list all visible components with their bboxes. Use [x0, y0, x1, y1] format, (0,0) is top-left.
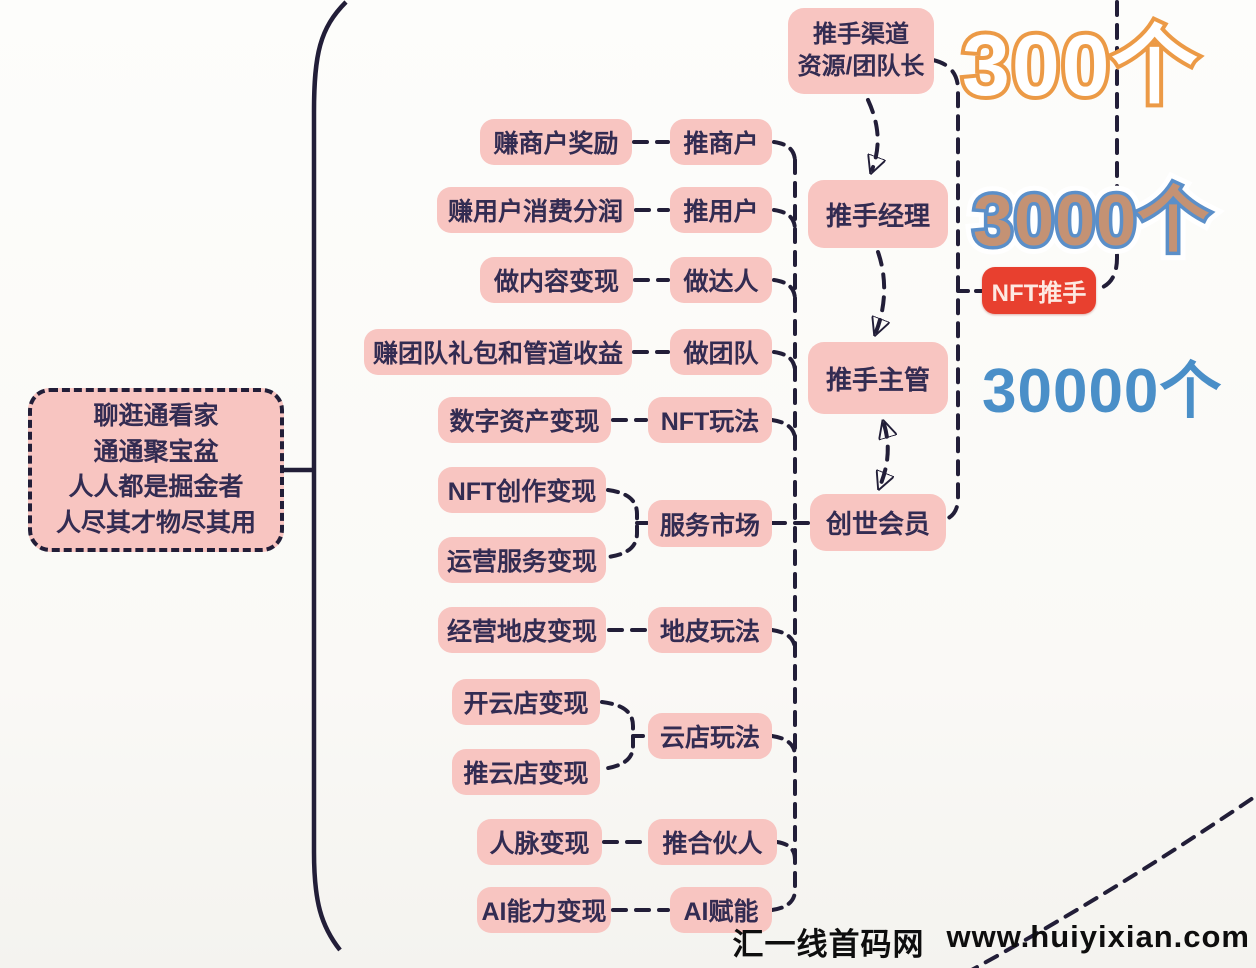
chain-node-manager: 推手经理 — [808, 180, 948, 248]
income-node-digital-asset: 数字资产变现 — [438, 397, 611, 443]
arrow-supervisor-genesis — [880, 424, 888, 486]
action-node-push-partner: 推合伙人 — [648, 819, 777, 865]
income-node-nft-creation: NFT创作变现 — [438, 467, 606, 513]
count-supervisor: 30000个 — [982, 357, 1222, 426]
income-node-content: 做内容变现 — [480, 257, 633, 303]
income-node-operation-service: 运营服务变现 — [438, 537, 606, 583]
income-node-push-cloudshop: 推云店变现 — [452, 749, 600, 795]
watermark: 汇一线首码网 www.huiyixian.com — [732, 919, 1250, 964]
root-node: 聊逛通看家 通通聚宝盆 人人都是掘金者 人尽其才物尽其用 — [28, 388, 284, 552]
income-node-ai: AI能力变现 — [477, 887, 611, 933]
action-node-service-market: 服务市场 — [648, 500, 772, 547]
action-node-influencer: 做达人 — [670, 257, 772, 303]
nft-pusher-badge: NFT推手 — [982, 267, 1096, 314]
root-line-3: 人人都是掘金者 — [68, 473, 244, 501]
root-line-1: 聊逛通看家 — [93, 402, 219, 430]
action-node-land-play: 地皮玩法 — [648, 607, 772, 653]
action-node-push-user: 推用户 — [670, 187, 772, 233]
action-node-push-merchant: 推商户 — [670, 119, 772, 165]
chain-channel-line2: 资源/团队长 — [797, 53, 925, 80]
arrow-channel-manager — [866, 98, 878, 170]
root-line-4: 人尽其才物尽其用 — [55, 508, 256, 537]
count-channel: 300个 — [962, 18, 1200, 114]
rail-top-nft — [1095, 0, 1119, 291]
income-node-team-package: 赚团队礼包和管道收益 — [364, 329, 632, 375]
income-node-open-cloudshop: 开云店变现 — [452, 679, 600, 725]
bottom-right-arc — [971, 793, 1256, 968]
left-bracket-curve — [311, 0, 348, 952]
rail-channel-genesis — [931, 58, 960, 523]
chain-channel-line1: 推手渠道 — [813, 20, 909, 48]
merge-service-market — [606, 488, 639, 559]
action-node-ai-enable: AI赋能 — [670, 887, 772, 933]
income-node-user-share: 赚用户消费分润 — [437, 187, 634, 233]
chain-node-genesis: 创世会员 — [810, 494, 946, 551]
action-node-nft-play: NFT玩法 — [648, 397, 772, 443]
income-node-merchant-reward: 赚商户奖励 — [480, 119, 632, 165]
action-node-cloudshop-play: 云店玩法 — [648, 713, 772, 759]
chain-node-channel: 推手渠道 资源/团队长 — [788, 8, 934, 94]
watermark-site-url: www.huiyixian.com — [946, 919, 1250, 954]
merge-cloudshop — [600, 700, 635, 771]
income-node-land: 经营地皮变现 — [438, 607, 606, 653]
watermark-site-name: 汇一线首码网 — [732, 927, 925, 962]
count-manager-halo: 3000个 — [973, 181, 1210, 261]
arrow-manager-supervisor — [876, 250, 884, 332]
income-node-network: 人脉变现 — [477, 819, 602, 865]
root-line-2: 通通聚宝盆 — [93, 437, 219, 466]
count-manager: 3000个 — [973, 181, 1210, 261]
action-node-team: 做团队 — [670, 329, 772, 375]
chain-node-supervisor: 推手主管 — [808, 342, 948, 414]
